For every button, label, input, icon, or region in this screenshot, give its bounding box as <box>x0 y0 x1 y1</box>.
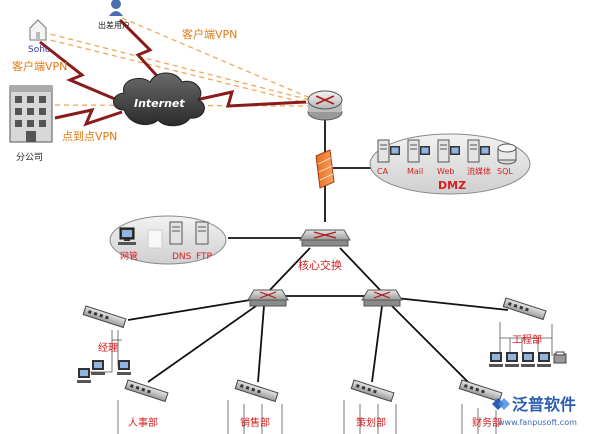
dmz-server-label: SQL <box>497 167 513 176</box>
branch-office-label: 分公司 <box>16 152 43 163</box>
client-vpn-left-label: 客户端VPN <box>12 59 67 73</box>
server-icon <box>195 221 209 245</box>
server-zone: 网管 DNS FTP <box>109 215 227 265</box>
server-icon <box>377 139 390 163</box>
link-right-planning <box>371 305 383 383</box>
soho-label: Soho <box>28 45 51 55</box>
soho-node <box>29 19 47 41</box>
pc-icon <box>521 352 535 367</box>
person-icon <box>111 0 121 9</box>
dmz-server-: 流媒体 <box>467 139 491 176</box>
hr-label: 人事部 <box>128 416 158 429</box>
watermark: 泛普软件 www.fanpusoft.com <box>492 395 577 427</box>
router-node <box>307 90 343 121</box>
dmz-label: DMZ <box>438 179 466 192</box>
hr-access-switch <box>124 379 169 403</box>
engineering-label: 工程部 <box>512 333 542 346</box>
link-left-hr <box>147 305 257 383</box>
pc-icon <box>91 360 105 375</box>
dmz-zone: CA Mail Web 流媒体 SQL DMZ <box>369 133 531 195</box>
dmz-server-label: Web <box>437 167 454 176</box>
sales-access-switch <box>234 379 279 403</box>
access-switch-icon <box>458 379 503 403</box>
mobile-user-label: 出差用户 <box>98 20 130 30</box>
planning-access-switch <box>350 379 395 403</box>
watermark-url: www.fanpusoft.com <box>498 418 577 427</box>
netmgmt-pc <box>118 227 136 245</box>
left-distribution-switch <box>247 289 289 307</box>
dns-label: DNS <box>172 252 192 262</box>
pc-icon <box>537 352 551 367</box>
core-switch-node <box>299 229 351 247</box>
right-distribution-switch <box>361 289 403 307</box>
p2p-vpn-label: 点到点VPN <box>62 130 117 143</box>
planning-label: 策划部 <box>356 416 386 429</box>
mobile-user-node <box>109 0 123 16</box>
access-switch-icon <box>350 379 395 403</box>
dmz-server-label: Mail <box>407 167 423 176</box>
link-core-right-switch <box>339 247 383 293</box>
dmz-server-label: 流媒体 <box>467 166 491 176</box>
dmz-server-mail: Mail <box>407 139 430 176</box>
internet-label: Internet <box>134 97 185 110</box>
ftp-server <box>195 221 209 245</box>
printer-icon <box>553 351 567 364</box>
access-switch-icon <box>124 379 169 403</box>
access-switch-icon <box>234 379 279 403</box>
link-left-sales <box>257 305 265 383</box>
wan-lightning-links <box>39 18 307 127</box>
ftp-label: FTP <box>196 252 213 262</box>
server-blank <box>147 229 163 249</box>
dept-drop-lines <box>88 322 553 434</box>
link-left-manager <box>127 299 251 321</box>
client-vpn-top-label: 客户端VPN <box>182 27 237 41</box>
pc-icon <box>505 352 519 367</box>
manager-access-switch <box>82 305 127 329</box>
core-switch-label: 核心交换 <box>298 258 342 272</box>
dns-server <box>169 221 183 245</box>
dmz-server-sql: SQL <box>497 143 517 176</box>
internet-cloud: Internet <box>113 72 205 127</box>
vpn-link-soho-router-b <box>41 37 311 105</box>
pc-icon <box>489 352 503 367</box>
access-switch-icon <box>82 305 127 329</box>
manager-pcs <box>77 360 131 383</box>
vpn-link-soho-router-a <box>41 31 311 101</box>
link-core-left-switch <box>267 247 311 293</box>
manager-label: 经理 <box>98 341 118 354</box>
wan-link-mobile-internet <box>118 18 170 90</box>
engineering-pcs <box>489 351 567 367</box>
watermark-brand: 泛普软件 <box>512 395 576 414</box>
link-right-engineering <box>395 297 509 311</box>
dmz-server-ca: CA <box>377 139 400 176</box>
finance-label: 财务部 <box>472 416 502 429</box>
server-icon <box>467 139 480 163</box>
server-icon <box>407 139 420 163</box>
cloud-icon <box>113 72 205 127</box>
lan-links <box>127 120 509 385</box>
netmgmt-label: 网管 <box>120 250 138 262</box>
wan-link-soho-internet <box>39 40 123 104</box>
dmz-server-web: Web <box>437 139 460 176</box>
pc-icon <box>117 360 131 375</box>
dmz-server-list: CA Mail Web 流媒体 SQL <box>377 139 517 176</box>
wan-link-branch-internet <box>54 107 123 127</box>
server-icon <box>169 221 183 245</box>
finance-access-switch <box>458 379 503 403</box>
engineering-access-switch <box>502 297 547 321</box>
branch-office-node <box>9 85 53 143</box>
dmz-server-label: CA <box>377 167 389 176</box>
server-icon <box>437 139 450 163</box>
vpn-link-mobile-router <box>121 17 311 99</box>
sales-label: 销售部 <box>240 416 270 429</box>
pc-icon <box>77 368 91 383</box>
house-icon <box>29 19 47 41</box>
access-switch-icon <box>502 297 547 321</box>
wan-link-internet-router <box>195 89 307 108</box>
link-right-finance <box>391 305 471 385</box>
brand-logo-icon <box>492 398 510 410</box>
firewall-node <box>315 149 335 189</box>
